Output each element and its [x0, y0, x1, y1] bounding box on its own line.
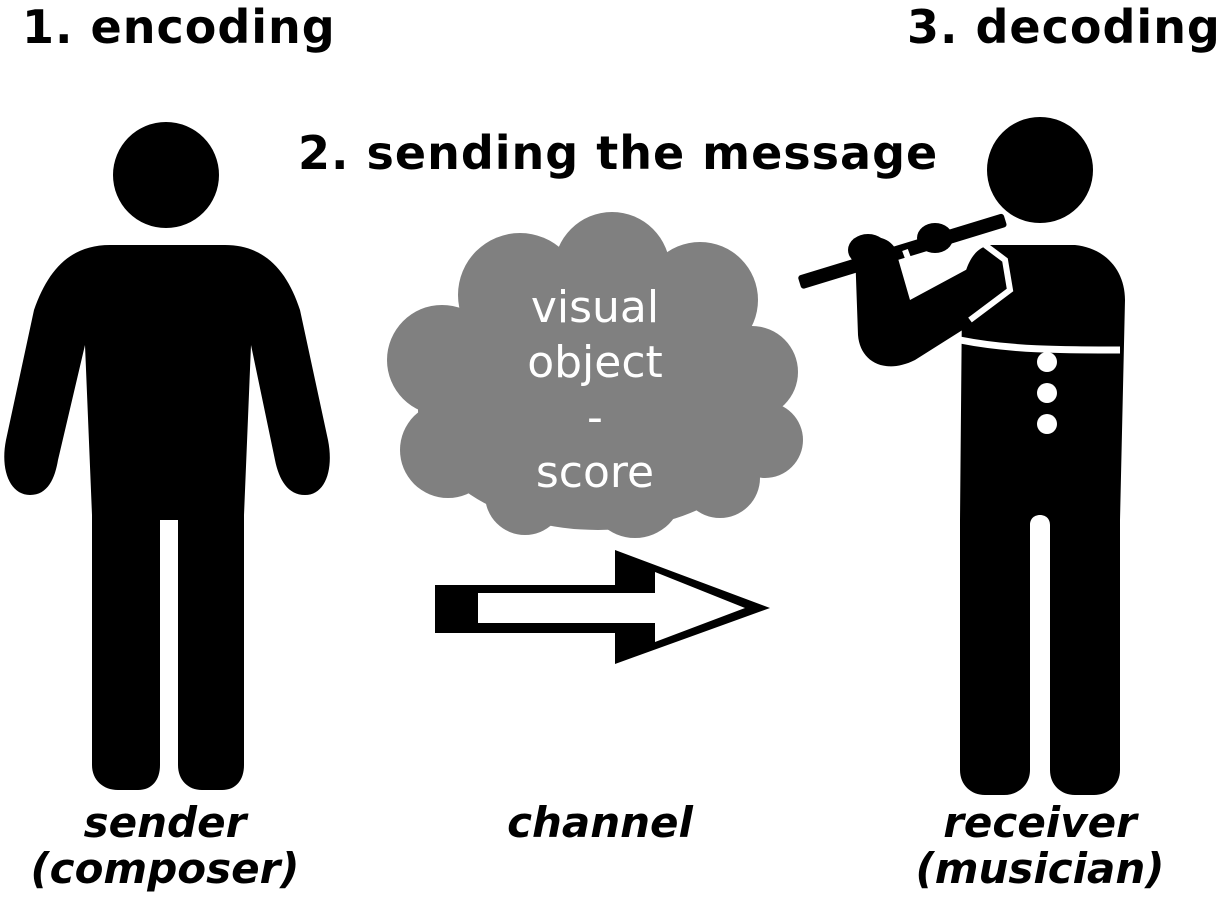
step-decoding-label: 3. decoding — [907, 0, 1221, 54]
cloud-line: object — [527, 337, 663, 388]
cloud-line: - — [587, 392, 603, 443]
cloud-message-text: visual object - score — [430, 280, 760, 500]
right-arrow-icon — [435, 550, 770, 664]
receiver-role-subtext: (musician) — [915, 844, 1165, 894]
sender-label: sender (composer) — [0, 798, 330, 894]
cloud-line: score — [535, 447, 655, 498]
receiver-role-text: receiver — [943, 798, 1137, 847]
receiver-label: receiver (musician) — [880, 798, 1200, 894]
standing-person-icon — [4, 122, 330, 790]
step-sending-label: 2. sending the message — [298, 126, 939, 180]
sender-role-subtext: (composer) — [30, 844, 300, 894]
thought-cloud-icon — [387, 212, 803, 538]
sender-role-text: sender — [83, 798, 247, 847]
channel-label: channel — [430, 798, 770, 847]
step-encoding-label: 1. encoding — [22, 0, 336, 54]
cloud-line: visual — [530, 282, 660, 333]
channel-role-text: channel — [507, 798, 693, 847]
flute-player-icon — [798, 117, 1125, 795]
